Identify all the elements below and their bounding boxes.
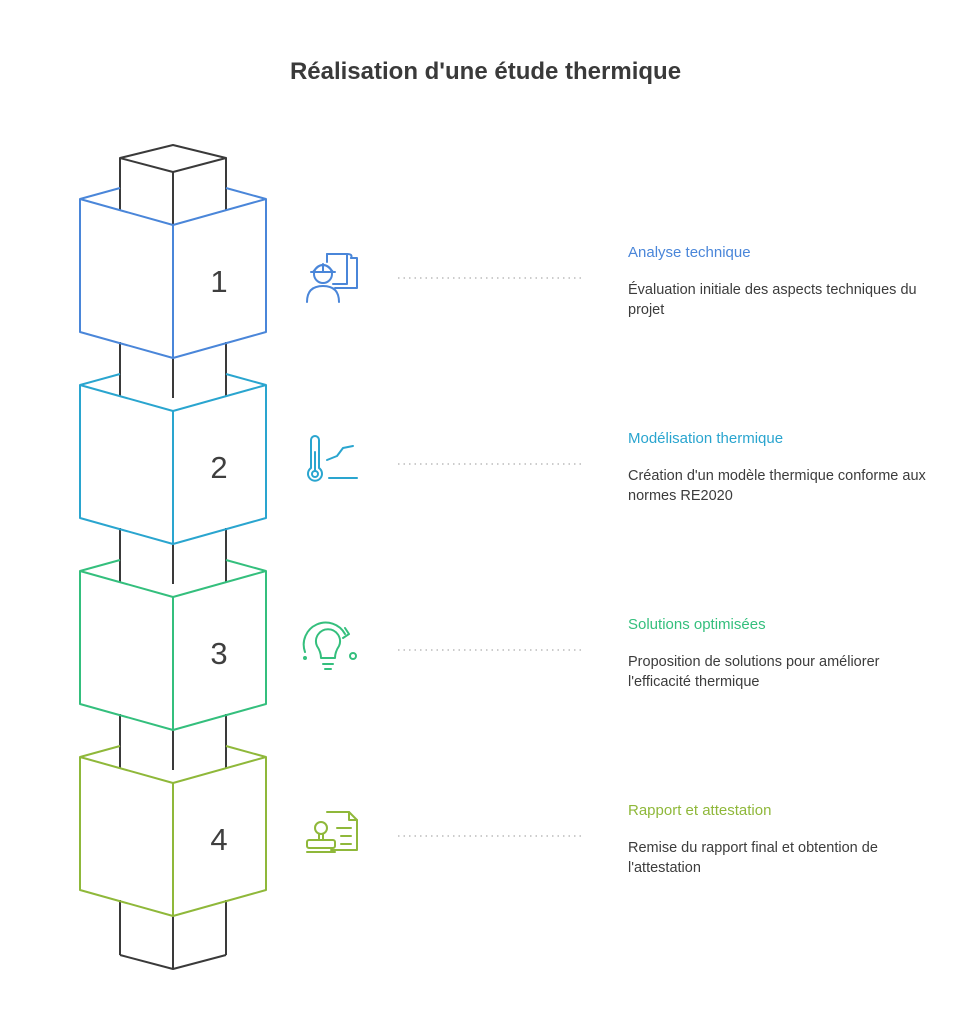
step-1-number: 1: [210, 264, 227, 299]
cube-back-edge: [79, 745, 121, 758]
cube-back-edge: [225, 559, 267, 572]
cube-right-face: [172, 570, 267, 731]
thermometer-graph-icon: [307, 435, 358, 482]
step-4-cube: 4: [79, 745, 267, 917]
step-4-description: Remise du rapport final et obtention de …: [628, 840, 878, 876]
cube-back-edge: [79, 373, 121, 386]
step-1-cube: 1: [79, 187, 267, 359]
step-1-title: Analyse technique: [628, 244, 751, 261]
step-4-title: Rapport et attestation: [628, 802, 772, 819]
diagram-title: Réalisation d'une étude thermique: [289, 58, 682, 85]
step-1-description: Évaluation initiale des aspects techniqu…: [628, 282, 917, 318]
engineer-blueprint-icon: [306, 253, 358, 303]
cube-right-face: [172, 756, 267, 917]
step-2-number: 2: [210, 450, 227, 485]
step-2-description: Création d'un modèle thermique conforme …: [628, 468, 926, 504]
pillar-bottom: [119, 954, 227, 970]
cube-back-edge: [79, 187, 121, 200]
stamp-document-icon: [306, 811, 358, 853]
cube-left-face: [79, 198, 174, 359]
pillar-top-cap: [119, 144, 227, 173]
central-pillar: [119, 144, 227, 970]
cube-back-edge: [225, 373, 267, 386]
cube-left-face: [79, 570, 174, 731]
lightbulb-idea-icon: [302, 621, 357, 670]
step-4-number: 4: [210, 822, 227, 857]
step-2-title: Modélisation thermique: [628, 430, 784, 447]
cube-back-edge: [225, 187, 267, 200]
step-3-title: Solutions optimisées: [628, 616, 766, 633]
cube-left-face: [79, 384, 174, 545]
step-3-description: Proposition de solutions pour améliorer …: [628, 654, 880, 690]
step-3-number: 3: [210, 636, 227, 671]
cube-left-face: [79, 756, 174, 917]
cube-right-face: [172, 198, 267, 359]
cube-back-edge: [225, 745, 267, 758]
step-3-cube: 3: [79, 559, 267, 731]
cube-right-face: [172, 384, 267, 545]
cube-back-edge: [79, 559, 121, 572]
step-2-cube: 2: [79, 373, 267, 545]
